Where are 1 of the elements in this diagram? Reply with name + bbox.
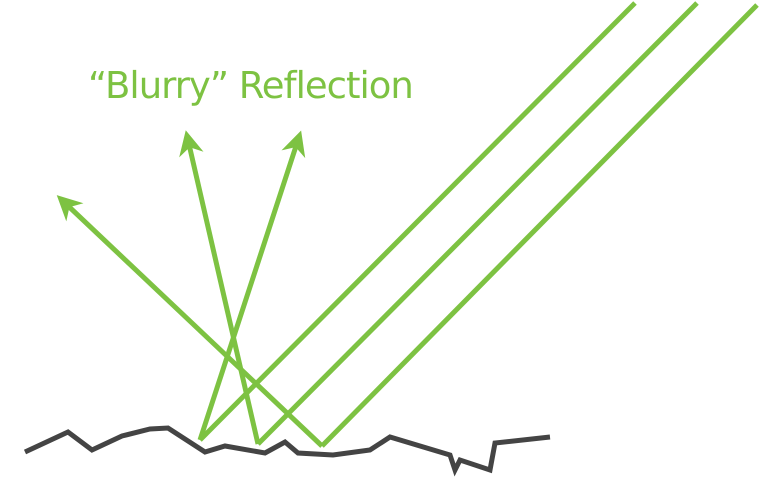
heading-text: “Blurry” Reflection [88,64,413,107]
